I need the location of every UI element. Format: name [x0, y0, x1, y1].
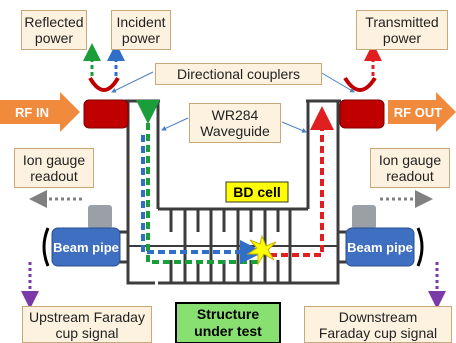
coupler-pointer-lines: [111, 71, 355, 93]
directional-coupler-left: [83, 99, 129, 129]
green-reflected-path: [136, 100, 258, 264]
svg-text:RF OUT: RF OUT: [394, 105, 442, 120]
coupler-loop-left: [88, 76, 120, 92]
incident-power-label: Incident power: [111, 10, 171, 50]
waveguide-pointer-lines: [161, 117, 307, 133]
ion-gauge-left: [88, 205, 112, 229]
bd-cell-box: [225, 181, 289, 203]
ion-gauge-right-label: Ion gauge readout: [370, 148, 450, 188]
breakdown-spark-icon: [246, 234, 277, 266]
beam-pipe-left-label: Beam pipe: [53, 240, 119, 255]
beam-pipe-right-body: [345, 227, 415, 267]
blue-incident-path: [141, 135, 264, 264]
rf-out-arrow: RF OUT: [388, 92, 456, 132]
bd-cell-label: BD cell: [233, 184, 280, 200]
structure-box: [175, 302, 281, 343]
coupler-loop-right: [343, 76, 377, 92]
ion-gauge-right: [352, 205, 376, 229]
directional-couplers-label: Directional couplers: [155, 63, 322, 85]
transmitted-power-label: Transmitted power: [356, 10, 448, 50]
bracket-right: [416, 227, 424, 267]
red-transmitted-path: [270, 106, 334, 257]
directional-coupler-right: [339, 99, 385, 129]
waveguide-label: WR284 Waveguide: [189, 103, 281, 143]
bracket-left: [42, 227, 50, 267]
structure-label-line1: Structure: [197, 306, 259, 322]
rf-in-arrow: RF IN: [0, 92, 80, 132]
upstream-faraday-label: Upstream Faraday cup signal: [22, 306, 152, 343]
waveguide-right: [306, 101, 340, 285]
beam-pipe-right-label: Beam pipe: [347, 240, 413, 255]
beam-pipe-left-body: [51, 227, 121, 267]
downstream-faraday-label: Downstream Faraday cup signal: [304, 306, 452, 343]
svg-text:RF IN: RF IN: [15, 105, 49, 120]
accelerating-structure: [128, 207, 338, 285]
structure-label-line2: under test: [194, 323, 262, 339]
reflected-power-label: Reflected power: [21, 10, 87, 50]
ion-gauge-left-label: Ion gauge readout: [14, 148, 94, 188]
